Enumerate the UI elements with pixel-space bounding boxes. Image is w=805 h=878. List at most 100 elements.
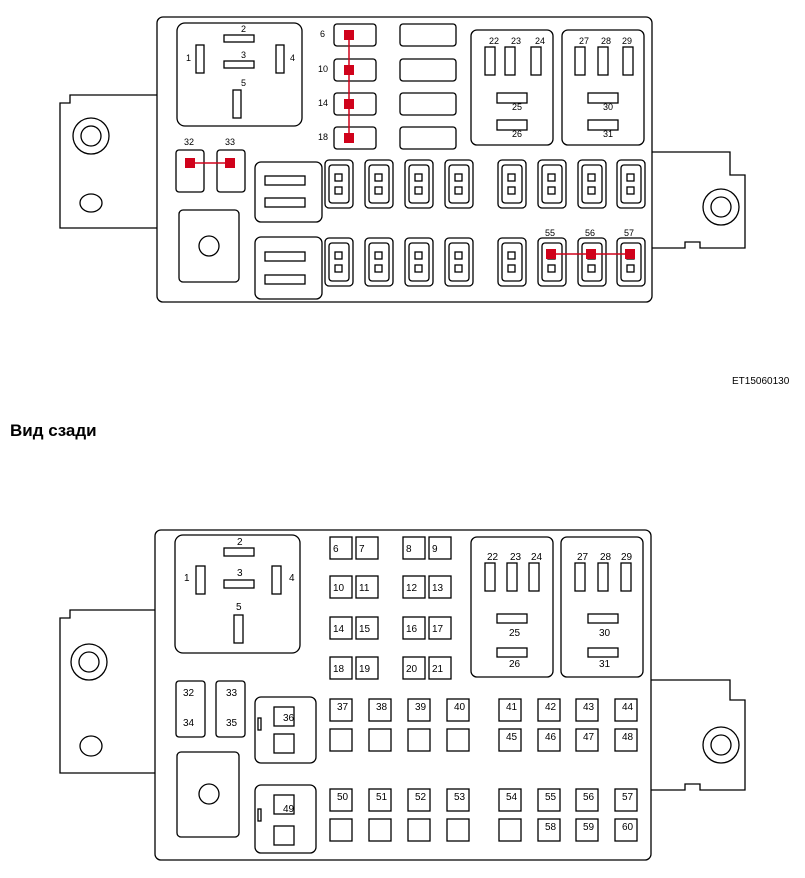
figure-code: ET15060130 (732, 376, 790, 387)
maxi-fuse (364, 237, 394, 287)
fuse-label: 57 (622, 792, 634, 803)
top-fuse-label: 22 (489, 36, 499, 46)
bottom-right-hole-large-inner (710, 734, 732, 756)
top-fuse-label: 28 (601, 36, 611, 46)
fuse-label: 39 (415, 702, 427, 713)
top-relay-36 (254, 161, 323, 223)
bottom-relay-label: 2 (237, 537, 243, 548)
top-relay-label: 3 (241, 50, 246, 60)
top-mini-fuse-box-a (470, 29, 554, 146)
fuse-cell: 56 (575, 788, 599, 812)
fuse-label: 8 (406, 544, 412, 555)
top-highlights (185, 30, 635, 259)
bottom-fuse-label: 29 (621, 552, 633, 563)
fuse-cell: 46 (537, 728, 561, 752)
fuse-label: 43 (583, 702, 595, 713)
fuse-cell (446, 818, 470, 842)
fuse-pair: 10 11 (329, 575, 379, 599)
fuse-label: 19 (359, 664, 371, 675)
top-blank-housing (178, 209, 240, 283)
fuse-cell (329, 818, 353, 842)
fuse-cell: 54 (498, 788, 522, 812)
top-left-hole-large-inner (80, 125, 102, 147)
maxi-fuse (616, 159, 646, 209)
fuse-label: 55 (545, 792, 557, 803)
bottom-fuse-label: 36 (283, 713, 295, 724)
maxi-fuse (616, 237, 646, 287)
bottom-fuse-label: 30 (599, 628, 611, 639)
top-fuse-label: 26 (512, 129, 522, 139)
fuse-cell: 44 (614, 698, 638, 722)
fuse-label: 6 (333, 544, 339, 555)
bottom-relay-36 (254, 696, 317, 764)
fuse-label: 17 (432, 624, 444, 635)
fuse-label: 60 (622, 822, 634, 833)
fuse-label: 11 (359, 583, 370, 594)
top-fuse-label: 14 (318, 98, 328, 108)
fuse-cell: 52 (407, 788, 431, 812)
bottom-view (59, 529, 746, 861)
top-relay-box (176, 22, 303, 127)
fuse-cell: 57 (614, 788, 638, 812)
fuse-label: 20 (406, 664, 418, 675)
bottom-fuse-label: 32 (183, 688, 195, 699)
top-fuse-label: 55 (545, 228, 555, 238)
bottom-labels: 1 2 3 4 5 22 23 24 25 26 27 28 29 30 31 … (183, 537, 633, 815)
bottom-fuse-label: 24 (531, 552, 543, 563)
bottom-fuse-label: 27 (577, 552, 589, 563)
fuse-label: 44 (622, 702, 634, 713)
bottom-fuse-label: 35 (226, 718, 238, 729)
maxi-fuse (324, 237, 354, 287)
bottom-mini-fuse-box-b (560, 536, 644, 678)
bottom-fuse-label: 28 (600, 552, 612, 563)
bottom-fuse-label: 23 (510, 552, 522, 563)
top-fuse-label: 23 (511, 36, 521, 46)
maxi-fuse (577, 237, 607, 287)
bottom-fuse-label: 31 (599, 659, 611, 670)
bottom-fuse-label: 49 (283, 804, 295, 815)
bottom-left-hole-large-inner (78, 651, 100, 673)
bottom-left-hole-small (79, 735, 103, 757)
top-relay-label: 5 (241, 78, 246, 88)
fuse-label: 46 (545, 732, 557, 743)
bottom-small-fuse-block-left (175, 680, 206, 738)
fuse-label: 16 (406, 624, 418, 635)
fuse-label: 47 (583, 732, 595, 743)
fuse-label: 56 (583, 792, 595, 803)
top-left-hole-small (79, 193, 103, 213)
top-fuse-label: 27 (579, 36, 589, 46)
fuse-cell: 51 (368, 788, 392, 812)
fuse-cell (368, 728, 392, 752)
fuse-cell: 55 (537, 788, 561, 812)
top-main-body (156, 16, 653, 303)
bottom-fuse-label: 26 (509, 659, 521, 670)
fuse-cell (446, 728, 470, 752)
fuse-cell: 58 (537, 818, 561, 842)
fuse-label: 52 (415, 792, 427, 803)
maxi-fuse (364, 159, 394, 209)
top-maxi-fuses (324, 159, 646, 287)
top-relay-label: 4 (290, 53, 295, 63)
fuse-label: 38 (376, 702, 388, 713)
fuse-cell: 40 (446, 698, 470, 722)
fuse-label: 10 (333, 583, 345, 594)
maxi-fuse (577, 159, 607, 209)
fuse-label: 58 (545, 822, 557, 833)
fuse-label: 42 (545, 702, 557, 713)
bottom-right-hole-large (702, 726, 740, 764)
fuse-cell (407, 728, 431, 752)
top-right-bracket (652, 151, 746, 249)
fuse-label: 54 (506, 792, 518, 803)
top-fuse-label: 10 (318, 64, 328, 74)
top-right-hole-large-inner (710, 196, 732, 218)
top-fuse-label: 30 (603, 102, 613, 112)
maxi-fuse (404, 159, 434, 209)
fuse-label: 18 (333, 664, 345, 675)
fuse-cell (407, 818, 431, 842)
top-view (59, 16, 746, 303)
fuse-label: 51 (376, 792, 388, 803)
